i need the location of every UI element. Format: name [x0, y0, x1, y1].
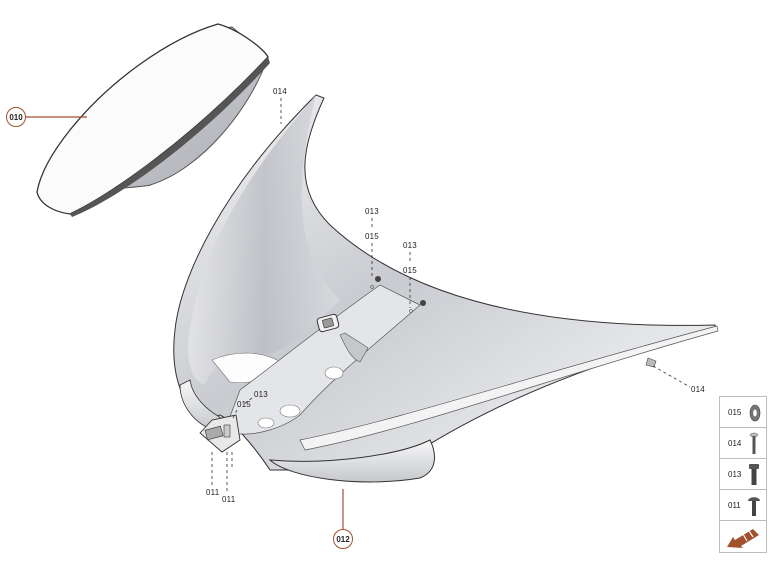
- label-014-right: 014: [691, 385, 705, 394]
- label-013-center-b: 013: [403, 241, 417, 250]
- callout-lines: [26, 116, 344, 529]
- bolt-icon: [749, 464, 759, 485]
- legend-row-011: 011: [720, 490, 766, 521]
- label-015-center-b: 015: [403, 266, 417, 275]
- legend-code: 014: [728, 438, 742, 448]
- hardware-legend: 015 014 013 011: [719, 396, 767, 553]
- pan-head-screw-icon: [748, 497, 760, 516]
- label-011-b: 011: [222, 495, 236, 504]
- label-015-center-a: 015: [365, 232, 379, 241]
- washer-icon: [749, 404, 761, 422]
- label-013-left: 013: [254, 390, 268, 399]
- legend-row-014: 014: [720, 428, 766, 459]
- callout-012: 012: [333, 529, 353, 549]
- leader-lines: [211, 98, 691, 493]
- legend-row-arrow: [720, 521, 766, 552]
- legend-code: 013: [728, 469, 742, 479]
- legend-row-013: 013: [720, 459, 766, 490]
- label-013-center-a: 013: [365, 207, 379, 216]
- legend-code: 011: [728, 500, 741, 510]
- legend-code: 015: [728, 407, 742, 417]
- arrow-left-down-icon: [727, 528, 759, 548]
- label-011-a: 011: [206, 488, 220, 497]
- label-015-left: 015: [237, 400, 251, 409]
- fairing-part: [173, 94, 719, 483]
- callout-010: 010: [6, 107, 26, 127]
- legend-row-015: 015: [720, 397, 766, 428]
- label-014-top: 014: [273, 87, 287, 96]
- long-screw-icon: [749, 432, 759, 454]
- windshield-part: [36, 23, 270, 217]
